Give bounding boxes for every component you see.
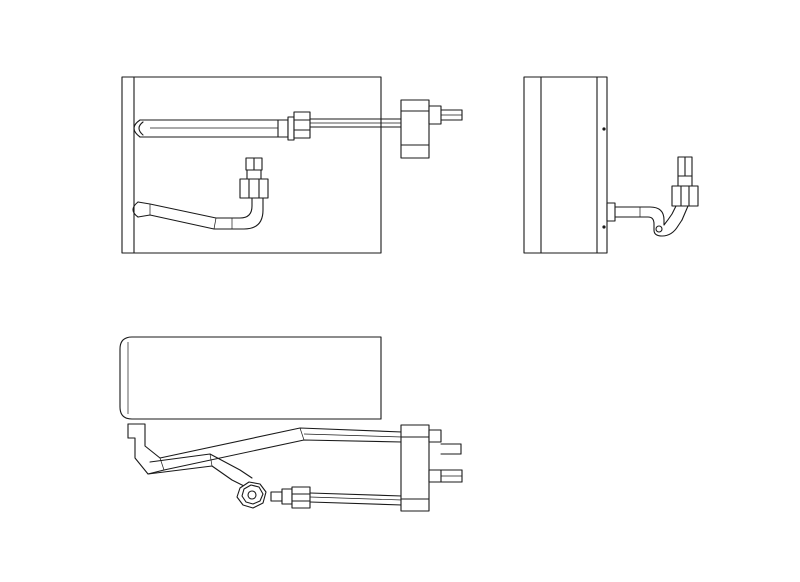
top-view [119, 336, 463, 512]
front-expansion-block [400, 99, 463, 159]
top-expansion-block [400, 424, 463, 512]
top-hex-nut [236, 481, 267, 509]
front-view [121, 76, 463, 254]
front-lower-fitting [239, 157, 269, 199]
side-view-body [523, 76, 608, 254]
top-suction-pipe [127, 423, 403, 475]
top-small-fitting [270, 486, 403, 509]
front-upper-fitting [277, 111, 311, 141]
top-view-body [119, 336, 382, 420]
side-view-bolt-lower [602, 225, 606, 229]
front-upper-tube [309, 118, 403, 128]
side-pipe [606, 202, 689, 237]
side-view-bolt-upper [602, 127, 606, 131]
front-lower-pipe [132, 197, 264, 230]
side-fitting [671, 156, 699, 207]
front-upper-pipe [133, 119, 279, 138]
side-view [523, 76, 699, 254]
top-liquid-pipe [147, 453, 253, 487]
